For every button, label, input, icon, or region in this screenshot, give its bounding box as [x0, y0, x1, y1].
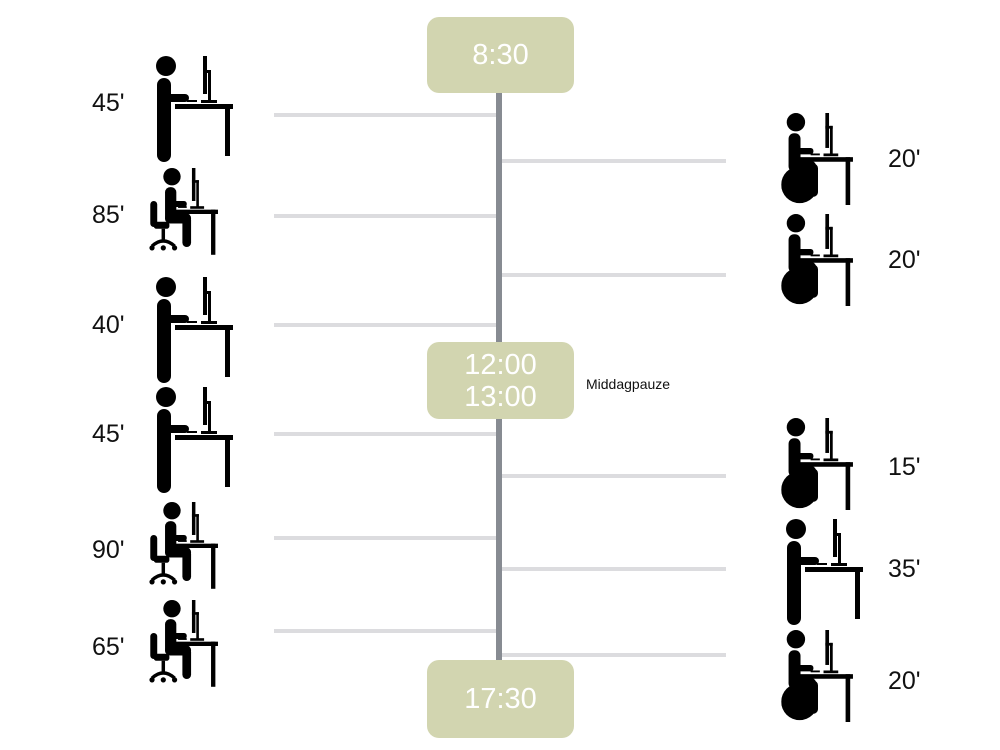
duration-left-3: 40' [92, 311, 125, 339]
standing-desk-icon [785, 519, 865, 625]
end-time-box: 17:30 [427, 660, 574, 738]
end-time: 17:30 [464, 683, 537, 715]
ball-chair-icon [773, 214, 863, 306]
duration-right-1: 20' [888, 145, 921, 173]
lunch-end: 13:00 [464, 380, 537, 413]
duration-right-2: 20' [888, 246, 921, 274]
duration-right-3: 15' [888, 453, 921, 481]
lunch-start: 12:00 [464, 348, 537, 381]
standing-desk-icon [155, 277, 235, 383]
office-chair-icon [140, 168, 230, 260]
duration-right-5: 20' [888, 667, 921, 695]
duration-left-2: 85' [92, 201, 125, 229]
duration-left-4: 45' [92, 420, 125, 448]
connector-left-5 [274, 536, 496, 540]
connector-left-1 [274, 113, 496, 117]
standing-desk-icon [155, 56, 235, 162]
connector-right-3 [502, 474, 726, 478]
office-chair-icon [140, 502, 230, 594]
duration-left-6: 65' [92, 633, 125, 661]
standing-desk-icon [155, 387, 235, 493]
connector-right-4 [502, 567, 726, 571]
connector-right-5 [502, 653, 726, 657]
connector-left-6 [274, 629, 496, 633]
connector-left-2 [274, 214, 496, 218]
ball-chair-icon [773, 418, 863, 510]
connector-right-2 [502, 273, 726, 277]
connector-right-1 [502, 159, 726, 163]
office-chair-icon [140, 600, 230, 692]
lunch-note: Middagpauze [586, 376, 671, 392]
ball-chair-icon [773, 113, 863, 205]
duration-right-4: 35' [888, 555, 921, 583]
start-time-box: 8:30 [427, 17, 574, 93]
start-time: 8:30 [472, 39, 529, 71]
ball-chair-icon [773, 630, 863, 722]
duration-left-5: 90' [92, 536, 125, 564]
connector-left-4 [274, 432, 496, 436]
duration-left-1: 45' [92, 89, 125, 117]
lunch-time-box: 12:00 13:00 [427, 342, 574, 419]
connector-left-3 [274, 323, 496, 327]
